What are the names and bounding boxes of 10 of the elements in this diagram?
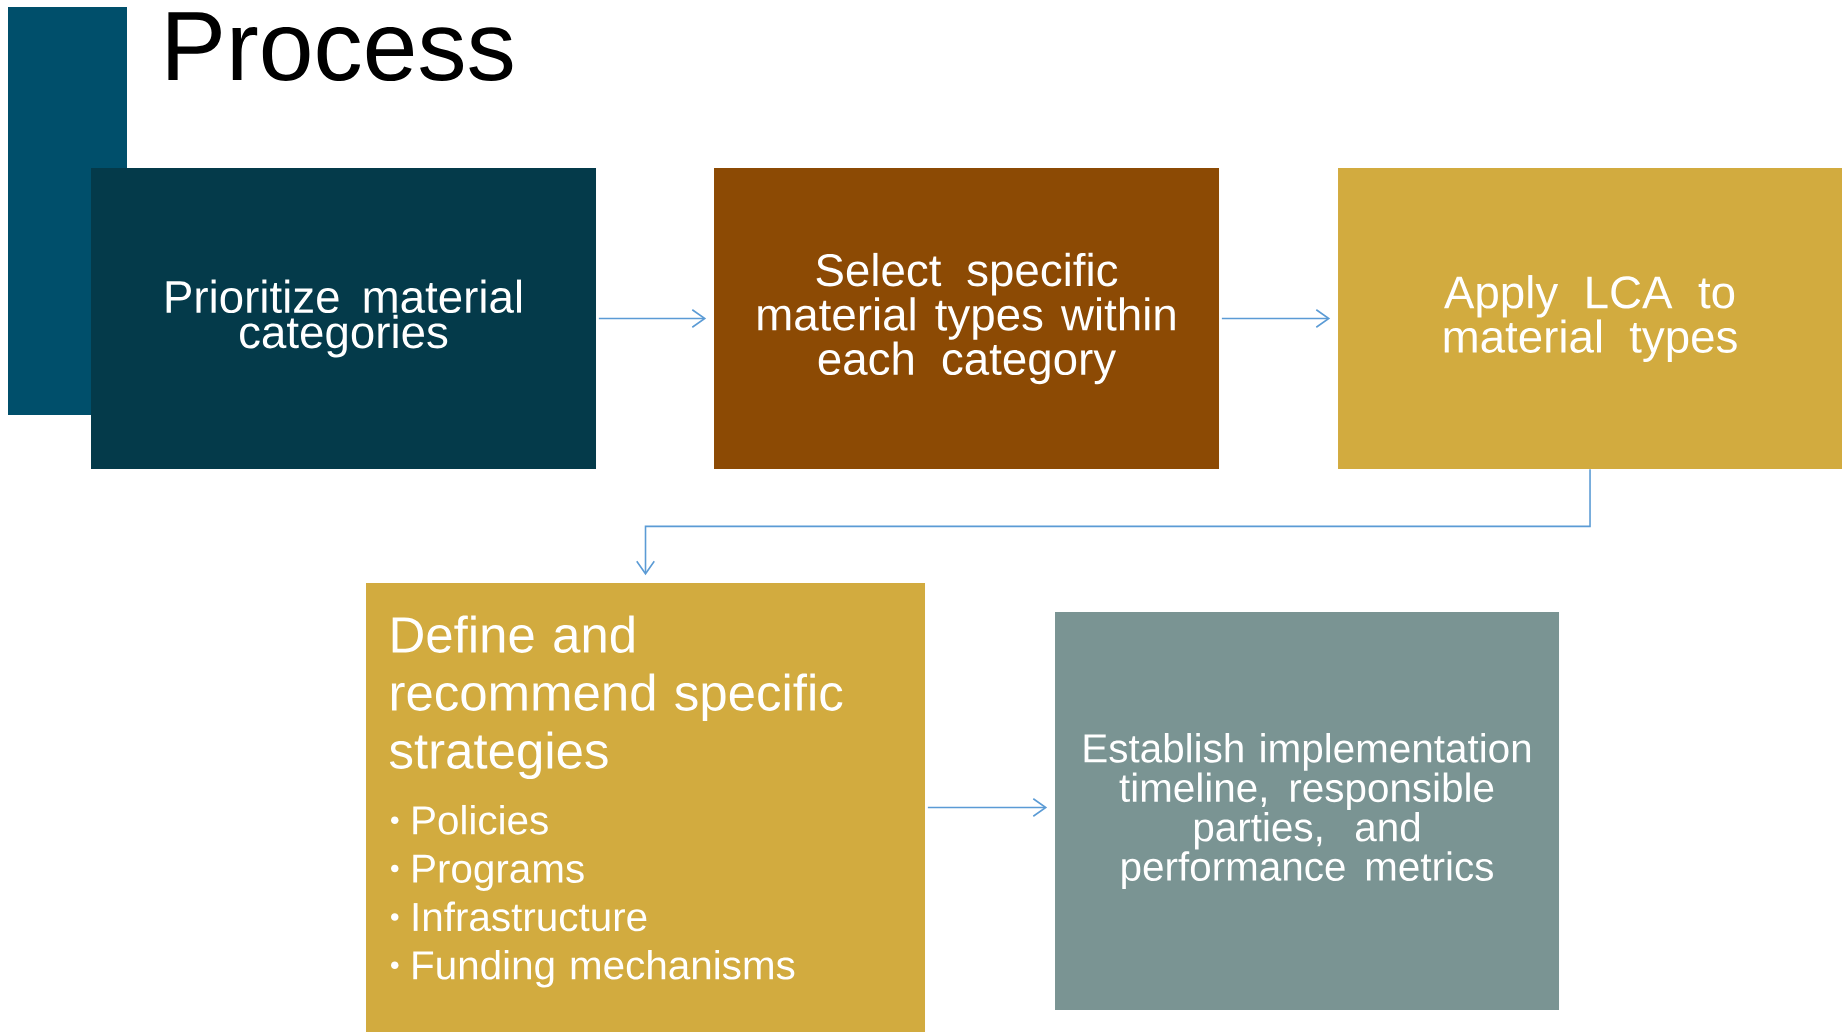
arrow	[598, 308, 707, 329]
process-box: Apply LCA to material types	[1338, 168, 1842, 469]
process-box: Establish implementation timeline, responsible parties, and performance metrics	[1055, 612, 1560, 1010]
process-box: Define and recommend specific strategies Policies Programs Infrastructure Funding mechanisms	[366, 583, 925, 1032]
process-box: Prioritize material categories	[91, 168, 596, 469]
title: Process	[168, 12, 513, 81]
arrow	[1221, 308, 1331, 329]
arrow	[927, 797, 1048, 818]
arrow	[635, 468, 1591, 576]
process-box: Select specific material types within each category	[714, 168, 1219, 469]
